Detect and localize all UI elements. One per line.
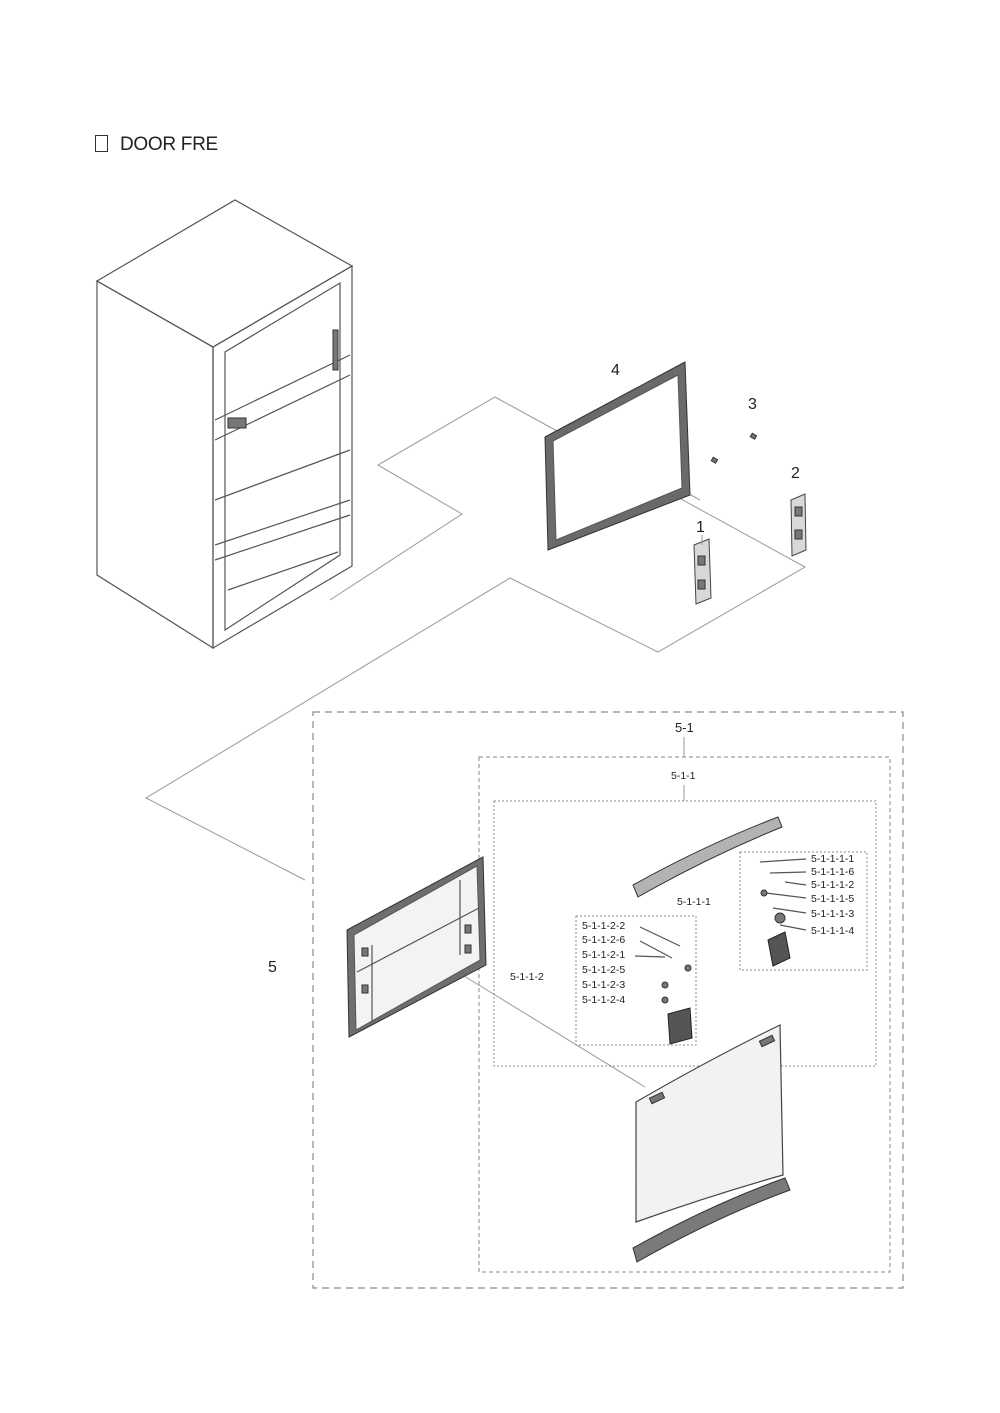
callout-5-1-1-2: 5-1-1-2	[510, 971, 544, 983]
door-handle-bottom	[632, 1177, 791, 1263]
left-hinge-part-label: 5-1-1-2-6	[582, 934, 625, 946]
left-hinge-group-box	[575, 915, 697, 1046]
callout-5-1: 5-1	[675, 720, 694, 735]
right-hinge-part-label: 5-1-1-1-6	[811, 866, 854, 878]
page-title: DOOR FRE	[95, 134, 218, 156]
guide-lines	[144, 396, 807, 1088]
callout-4: 4	[611, 362, 620, 379]
door-cap-part-5-1-1-1	[632, 816, 783, 898]
right-hinge-part-label: 5-1-1-1-3	[811, 908, 854, 920]
right-hinge-part-label: 5-1-1-1-4	[811, 925, 854, 937]
inner-door-panel-part-5	[346, 856, 487, 1038]
right-hinge-hardware	[759, 858, 807, 967]
right-hinge-part-label: 5-1-1-1-5	[811, 893, 854, 905]
callout-5-1-1-1: 5-1-1-1	[677, 896, 711, 908]
hinge-bracket-part-1	[693, 535, 712, 605]
page-title-text: DOOR FRE	[120, 134, 218, 155]
left-hinge-part-label: 5-1-1-2-5	[582, 964, 625, 976]
hinge-bracket-part-2	[790, 493, 807, 557]
left-hinge-hardware	[634, 926, 693, 1045]
right-hinge-part-label: 5-1-1-1-2	[811, 879, 854, 891]
right-hinge-part-label: 5-1-1-1-1	[811, 853, 854, 865]
left-hinge-part-label: 5-1-1-2-4	[582, 994, 625, 1006]
callout-1: 1	[696, 519, 705, 536]
callout-3: 3	[748, 396, 757, 413]
left-hinge-part-label: 5-1-1-2-1	[582, 949, 625, 961]
assembly-box-5-1	[312, 711, 904, 1289]
door-gasket-part-4	[544, 361, 691, 551]
left-hinge-part-label: 5-1-1-2-3	[582, 979, 625, 991]
callout-5: 5	[268, 959, 277, 976]
right-hinge-group-box	[739, 851, 868, 971]
callout-2: 2	[791, 465, 800, 482]
box-glyph-icon	[95, 135, 108, 152]
screw-part-3	[710, 432, 758, 464]
assembly-box-5-1-1	[478, 756, 891, 1273]
left-hinge-part-label: 5-1-1-2-2	[582, 920, 625, 932]
door-front-panel	[635, 1024, 784, 1223]
assembly-box-hinges	[493, 800, 877, 1067]
callout-5-1-1: 5-1-1	[671, 770, 696, 782]
refrigerator-cabinet	[95, 199, 354, 650]
